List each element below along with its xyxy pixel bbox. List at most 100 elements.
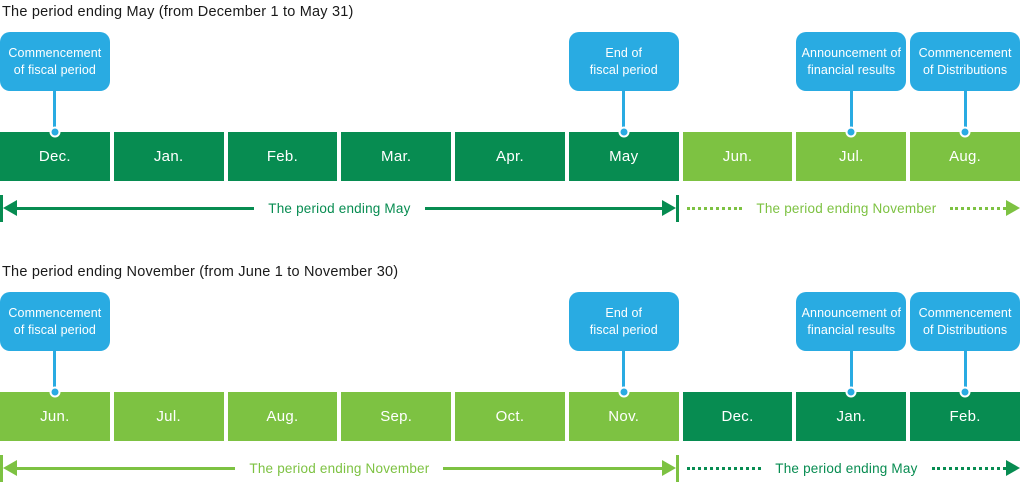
timeline-period-ending-may: The period ending May (from December 1 t… <box>0 0 1020 222</box>
callout-bubble: Commencement of fiscal period <box>0 32 110 91</box>
month-label: Dec. <box>38 148 71 165</box>
month-cell: Aug. <box>910 132 1020 181</box>
timeline-marker-dot-icon <box>618 386 630 398</box>
callout-text: financial results <box>807 322 896 337</box>
timeline-marker-dot-icon <box>845 126 857 138</box>
timeline-marker-dot-icon <box>49 126 61 138</box>
arrowhead-left-icon <box>3 200 17 216</box>
arrow-line <box>443 466 662 470</box>
arrow-label: The period ending November <box>249 460 430 476</box>
callout-text: of fiscal period <box>13 322 96 337</box>
callout-text: Commencement <box>8 305 102 320</box>
month-bar: Jun. Jul. Aug. Sep. Oct. Nov. Dec. Jan. … <box>0 392 1020 441</box>
timeline-marker-dot-icon <box>49 386 61 398</box>
month-label: Aug. <box>949 148 982 165</box>
month-cell: Jan. <box>113 132 224 181</box>
arrow-end-tick <box>0 194 3 222</box>
timeline-title: The period ending May (from December 1 t… <box>2 4 354 20</box>
callout-text: End of <box>605 305 643 320</box>
month-bar: Dec. Jan. Feb. Mar. Apr. May Jun. Jul. A… <box>0 132 1020 181</box>
callout-stem <box>963 91 967 132</box>
month-label: Jun. <box>722 148 753 165</box>
month-label: Apr. <box>496 148 524 165</box>
month-label: Dec. <box>721 408 754 425</box>
callout-stem <box>53 91 57 132</box>
callout-announcement-of-financial-results: Announcement of financial results <box>796 32 907 138</box>
month-label: Jul. <box>839 148 864 165</box>
callout-text: of Distributions <box>922 62 1008 77</box>
arrow-label: The period ending November <box>756 200 937 216</box>
callout-commencement-of-fiscal-period: Commencement of fiscal period <box>0 32 110 138</box>
month-cell: Jun. <box>0 392 110 441</box>
month-cell: May <box>568 132 679 181</box>
callout-end-of-fiscal-period: End of fiscal period <box>568 32 679 138</box>
callout-bubble: Commencement of Distributions <box>910 32 1020 91</box>
callout-text: financial results <box>807 62 896 77</box>
callout-row: Commencement of fiscal period End of fis… <box>0 32 1020 138</box>
callout-stem <box>849 351 853 392</box>
month-cell: Dec. <box>0 132 110 181</box>
callout-bubble: Commencement of fiscal period <box>0 292 110 351</box>
callout-stem <box>963 351 967 392</box>
month-cell: Apr. <box>455 132 565 181</box>
callout-text: fiscal period <box>589 322 658 337</box>
arrow-end-tick <box>0 454 3 482</box>
arrowhead-right-icon <box>1006 460 1020 476</box>
timeline-marker-dot-icon <box>845 386 857 398</box>
callout-stem <box>622 351 626 392</box>
month-label: May <box>609 148 639 165</box>
month-cell: Oct. <box>455 392 565 441</box>
callout-stem <box>622 91 626 132</box>
callout-text: Commencement <box>918 305 1012 320</box>
dotted-arrow-line <box>686 466 762 470</box>
arrow-label: The period ending May <box>268 200 411 216</box>
month-label: Aug. <box>266 408 299 425</box>
arrow-end-tick <box>675 194 679 222</box>
month-cell: Jul. <box>113 392 224 441</box>
arrow-line <box>17 206 255 210</box>
callout-text: of Distributions <box>922 322 1008 337</box>
month-label: Feb. <box>266 148 299 165</box>
month-cell: Dec. <box>682 392 793 441</box>
callout-bubble: Announcement of financial results <box>796 292 907 351</box>
callout-commencement-of-distributions: Commencement of Distributions <box>910 32 1020 138</box>
solid-period-arrow: The period ending November <box>0 454 679 482</box>
month-cell: Jun. <box>682 132 793 181</box>
callout-commencement-of-fiscal-period: Commencement of fiscal period <box>0 292 110 398</box>
callout-text: End of <box>605 45 643 60</box>
callout-text: Announcement of <box>801 305 902 320</box>
month-label: Jul. <box>156 408 181 425</box>
callout-text: Commencement <box>918 45 1012 60</box>
timeline-period-ending-november: The period ending November (from June 1 … <box>0 264 1020 482</box>
arrowhead-right-icon <box>661 200 676 216</box>
period-arrow-row: The period ending November The period en… <box>0 454 1020 482</box>
callout-announcement-of-financial-results: Announcement of financial results <box>796 292 907 398</box>
callout-bubble: End of fiscal period <box>568 292 679 351</box>
dotted-period-arrow: The period ending May <box>679 454 1020 482</box>
month-cell: Sep. <box>341 392 452 441</box>
arrow-line <box>17 466 236 470</box>
month-cell: Feb. <box>910 392 1020 441</box>
timeline-marker-dot-icon <box>618 126 630 138</box>
callout-stem <box>53 351 57 392</box>
month-label: Nov. <box>608 408 640 425</box>
month-label: Jun. <box>40 408 70 425</box>
solid-period-arrow: The period ending May <box>0 194 679 222</box>
callout-end-of-fiscal-period: End of fiscal period <box>568 292 679 398</box>
callout-text: Commencement <box>8 45 102 60</box>
callout-commencement-of-distributions: Commencement of Distributions <box>910 292 1020 398</box>
month-cell: Nov. <box>568 392 679 441</box>
timeline-marker-dot-icon <box>959 126 971 138</box>
callout-bubble: Announcement of financial results <box>796 32 907 91</box>
arrowhead-left-icon <box>3 460 17 476</box>
callout-text: of fiscal period <box>13 62 96 77</box>
arrow-end-tick <box>675 454 679 482</box>
arrowhead-right-icon <box>1006 200 1020 216</box>
arrow-label: The period ending May <box>775 460 918 476</box>
month-cell: Feb. <box>227 132 338 181</box>
month-label: Oct. <box>495 408 525 425</box>
callout-bubble: End of fiscal period <box>568 32 679 91</box>
month-cell: Jan. <box>796 392 907 441</box>
month-label: Sep. <box>380 408 413 425</box>
